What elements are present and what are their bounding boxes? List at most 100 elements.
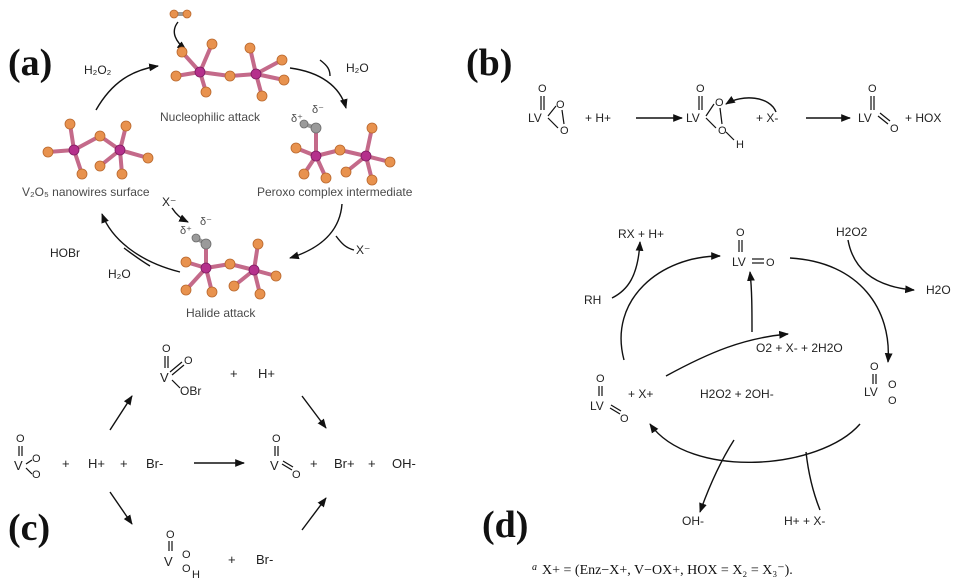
c-prod-o2: O: [292, 469, 301, 481]
c-top-o2: O: [184, 355, 193, 367]
arrow-a-x-branch: [335, 235, 355, 251]
species-b2: LV O O O H: [686, 83, 777, 151]
species-d-right: O LV O O: [864, 361, 897, 407]
d-top-lv: LV: [732, 255, 746, 269]
c-bot-o2: O: [182, 549, 191, 561]
d-right-o1: O: [870, 361, 879, 373]
species-d-left: O LV O: [590, 373, 629, 425]
panel-b: LV O O O + H+ LV O O O H + X-: [528, 83, 941, 151]
d-left-o2: O: [620, 413, 629, 425]
arrow-c-up-left: [109, 395, 133, 431]
label-h2o2-a: H₂O₂: [84, 63, 112, 77]
c-bot-v: V: [164, 554, 173, 569]
label-peroxo-complex: Peroxo complex intermediate: [257, 185, 413, 199]
c-bot-o1: O: [166, 529, 175, 541]
c-plus-4: +: [368, 456, 376, 471]
panel-label-a: (a): [8, 42, 52, 84]
panel-label-c: (c): [8, 507, 50, 549]
c-plus-1: +: [62, 456, 70, 471]
c-bot-o3: O: [182, 563, 191, 575]
c-top-plus: +: [230, 366, 238, 381]
species-c-bottom: O V O O H: [164, 529, 200, 581]
b2-lv: LV: [686, 111, 700, 125]
b1-o-b: O: [560, 125, 569, 137]
b3-o: O: [890, 123, 899, 135]
c-prod-v: V: [270, 458, 279, 473]
b2-o-top: O: [696, 83, 705, 95]
arrow-d-rx-out: [611, 241, 644, 299]
d-right-o3: O: [888, 395, 897, 407]
b2-o-a: O: [715, 97, 724, 109]
panel-d: O LV O O LV O O O LV O + X+: [532, 225, 951, 578]
c-left-o2: O: [32, 453, 41, 465]
d-h2o2-oh: H2O2 + 2OH-: [700, 387, 774, 401]
c-top-h-plus: H+: [258, 366, 275, 381]
c-bot-plus: +: [228, 552, 236, 567]
c-plus-2: +: [120, 456, 128, 471]
c-top-obr: OBr: [180, 384, 201, 398]
c-bot-h: H: [192, 569, 200, 581]
arrow-b-attack: [725, 96, 777, 113]
panel-a: Nucleophilic attack V₂O₅ nanowires surfa…: [22, 9, 413, 320]
molecule-peroxo: δ⁺ δ⁻: [290, 104, 396, 186]
d-o2-line: O2 + X- + 2H2O: [756, 341, 843, 355]
species-c-product: O V O: [270, 433, 301, 481]
d-left-o1: O: [596, 373, 605, 385]
c-br-plus: Br+: [334, 456, 355, 471]
c-left-v: V: [14, 458, 23, 473]
d-top-o2: O: [766, 257, 775, 269]
c-left-o3: O: [32, 469, 41, 481]
arrow-d-top-to-right: [789, 257, 893, 363]
c-top-v: V: [160, 370, 169, 385]
label-hobr: HOBr: [50, 246, 80, 260]
c-br-minus: Br-: [146, 456, 163, 471]
d-h2o2-top: H2O2: [836, 225, 868, 239]
molecule-halide: δ⁺ δ⁻: [180, 216, 282, 300]
arrow-a-h2o-branch: [319, 59, 331, 77]
label-x-minus-left: X⁻: [162, 195, 176, 209]
d-h2o-right: H2O: [926, 283, 951, 297]
d-rh: RH: [584, 293, 601, 307]
delta-plus-halide: δ⁺: [180, 225, 192, 237]
b-plus-hox: + HOX: [905, 111, 941, 125]
arrow-c-up-right: [301, 395, 327, 429]
c-plus-3: +: [310, 456, 318, 471]
b3-o-top: O: [868, 83, 877, 95]
delta-minus-halide: δ⁻: [200, 216, 212, 228]
d-h-x: H+ + X-: [784, 514, 825, 528]
arrow-a-nucleo-to-peroxo: [289, 67, 348, 109]
d-footnote-mark: a: [532, 562, 537, 573]
arrow-d-inner: [665, 330, 789, 377]
d-top-o1: O: [736, 227, 745, 239]
panel-label-b: (b): [466, 42, 512, 84]
d-left-lv: LV: [590, 399, 604, 413]
b1-lv: LV: [528, 111, 542, 125]
b2-h: H: [736, 139, 744, 151]
d-x-plus: + X+: [628, 387, 653, 401]
species-b1: LV O O O: [528, 83, 569, 137]
label-x-minus-right: X⁻: [356, 243, 370, 257]
b1-o-a: O: [556, 99, 565, 111]
d-footnote: X+ = (Enz−X+, V−OX+, HOX = X₂ = X₃⁻).: [542, 563, 793, 578]
molecule-nucleophilic: [169, 9, 290, 102]
species-b3: LV O O: [858, 83, 899, 135]
delta-minus-peroxo: δ⁻: [312, 104, 324, 116]
arrow-d-h2o-out: [847, 239, 915, 294]
arrow-c-down-right: [301, 497, 327, 531]
panel-c: O V O OBr + H+ O V O O + H+ + Br- O: [14, 343, 416, 581]
arrow-d-inner-up: [747, 271, 755, 333]
d-right-o2: O: [888, 379, 897, 391]
d-right-lv: LV: [864, 385, 878, 399]
arrow-a-halide-to-surface: [101, 213, 181, 273]
c-prod-o1: O: [272, 433, 281, 445]
b3-lv: LV: [858, 111, 872, 125]
label-v2o5-surface: V₂O₅ nanowires surface: [22, 185, 150, 199]
label-nucleophilic-attack: Nucleophilic attack: [160, 110, 261, 124]
arrow-a-peroxo-to-halide: [289, 203, 343, 260]
arrow-a-surface-to-nucleo: [95, 63, 159, 111]
d-rx-h: RX + H+: [618, 227, 664, 241]
b2-o-b: O: [718, 125, 727, 137]
arrow-a-hobr-branch: [123, 247, 151, 267]
b1-o-top: O: [538, 83, 547, 95]
panel-label-d: (d): [482, 504, 528, 546]
